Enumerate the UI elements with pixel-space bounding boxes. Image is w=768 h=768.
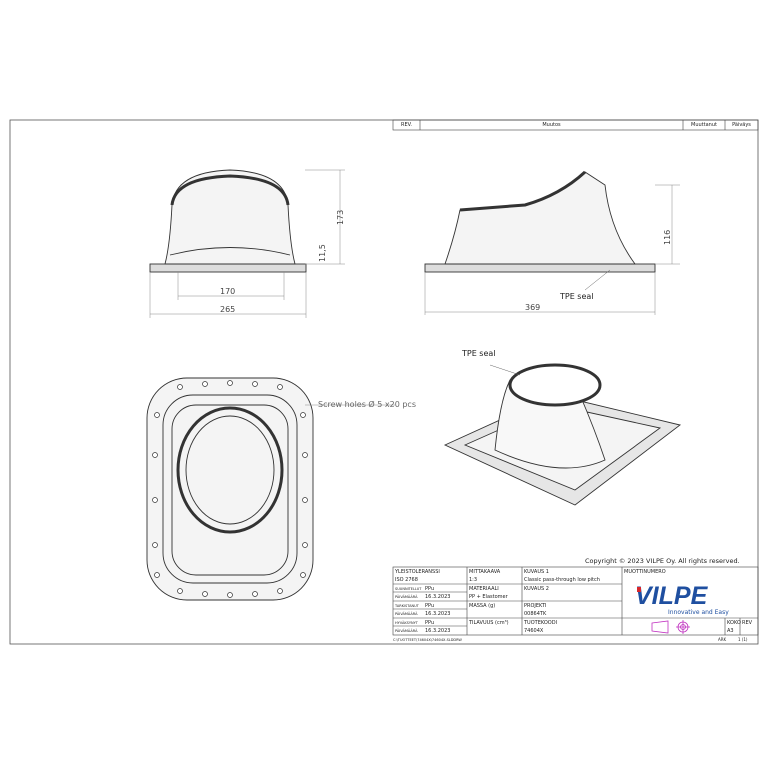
date2-value: 16.3.2023 (425, 611, 451, 617)
dim-170: 170 (220, 287, 235, 296)
desc1-value: Classic pass-through low pitch (524, 577, 600, 583)
date1-label: PÄIVÄMÄÄRÄ (395, 595, 418, 599)
tolerance-label: YLEISTOLERANSSI (395, 569, 440, 575)
product-code-value: 74604X (524, 628, 544, 634)
sheet-value: 1 (1) (738, 637, 748, 642)
dim-116: 116 (663, 230, 672, 245)
dim-369: 369 (525, 303, 540, 312)
scale-value: 1:3 (469, 577, 478, 583)
date3-label: PÄIVÄMÄÄRÄ (395, 629, 418, 633)
top-view (146, 377, 395, 601)
mold-label: MUOTTINUMERO (624, 569, 666, 575)
mass-label: MASSA (g) (469, 603, 496, 609)
approved-value: PPu (425, 620, 435, 626)
rev-label: REV (742, 620, 753, 626)
tolerance-value: ISO 2768 (395, 577, 418, 583)
material-value: PP + Elastomer (469, 594, 508, 600)
screw-holes (152, 380, 308, 598)
size-label: KOKO (727, 620, 741, 626)
desc2-label: KUVAUS 2 (524, 586, 549, 592)
volume-label: TILAVUUS (cm³) (469, 620, 509, 626)
designed-label: SUUNNITELLUT (395, 587, 422, 591)
screw-holes-label: Screw holes Ø 5 x20 pcs (318, 400, 416, 409)
iso-view (443, 363, 682, 506)
header-change: Muutos (542, 122, 561, 128)
scale-label: MITTAKAAVA (469, 569, 501, 575)
dim-11-5: 11,5 (318, 244, 327, 262)
tagline: Innovative and Easy (668, 609, 729, 616)
dim-173: 173 (336, 210, 345, 225)
file-path: C:\TUOTTEET\74604X\74604X.SLDDRW (393, 638, 462, 642)
tpe-seal-label-iso: TPE seal (462, 349, 496, 358)
vilpe-logo: VILPE (635, 582, 709, 610)
side-view (424, 170, 680, 315)
approved-label: HYVÄKSYNYT (395, 621, 418, 625)
drawing-frame (9, 119, 759, 645)
date2-label: PÄIVÄMÄÄRÄ (395, 612, 418, 616)
copyright: Copyright © 2023 VILPE Oy. All rights re… (585, 557, 740, 565)
checked-value: PPu (425, 603, 435, 609)
date3-value: 16.3.2023 (425, 628, 451, 634)
checked-label: TARKISTANUT (395, 604, 419, 608)
sheet-label: ARK (718, 637, 727, 642)
size-value: A3 (727, 628, 734, 634)
header-rev: REV. (401, 122, 412, 128)
title-block-grid (392, 119, 759, 636)
date1-value: 16.3.2023 (425, 594, 451, 600)
desc1-label: KUVAUS 1 (524, 569, 549, 575)
project-value: 00864TK (524, 611, 547, 617)
header-date: Päiväys (732, 122, 751, 128)
designed-value: PPu (425, 586, 435, 592)
header-changed-by: Muuttanut (691, 122, 717, 128)
project-label: PROJEKTI (524, 603, 547, 609)
material-label: MATERIAALI (469, 586, 499, 592)
front-view (149, 169, 345, 318)
tpe-seal-label-side: TPE seal (560, 292, 594, 301)
dim-265: 265 (220, 305, 235, 314)
projection-symbol (651, 620, 690, 634)
product-code-label: TUOTEKOODI (524, 620, 558, 626)
